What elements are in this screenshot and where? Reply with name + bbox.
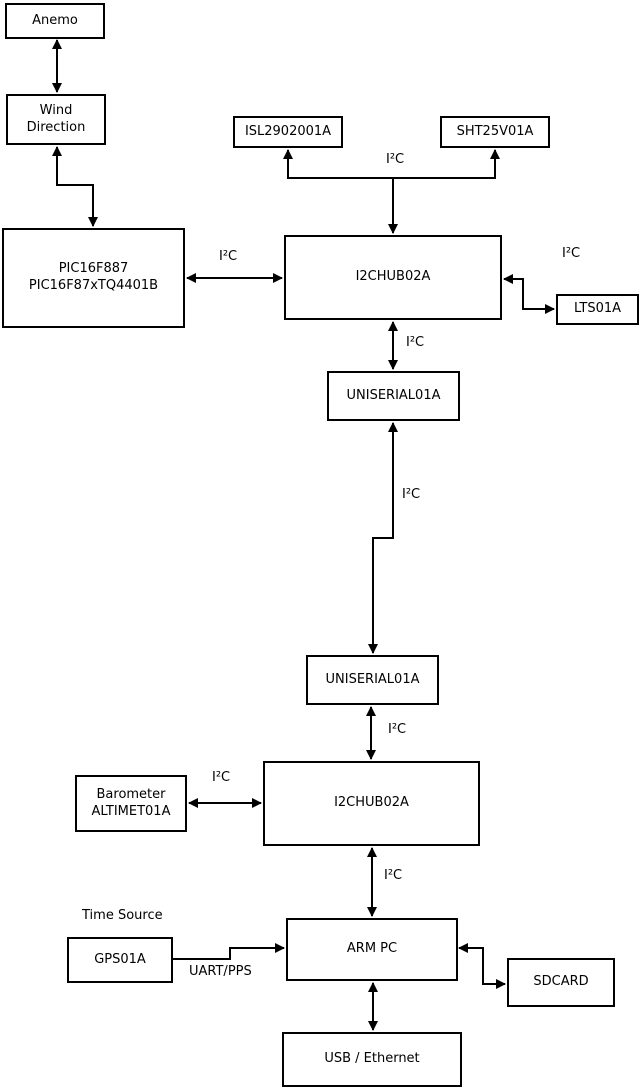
node-gps01a: GPS01A	[67, 937, 173, 983]
wire-label-i2c-sensors-junction: I²C	[386, 152, 405, 167]
wire-label-uart-pps: UART/PPS	[189, 964, 252, 979]
node-i2chub02a-2-label: I2CHUB02A	[334, 795, 409, 811]
node-uniserial01a-2: UNISERIAL01A	[306, 655, 439, 705]
node-usb-ethernet-label: USB / Ethernet	[324, 1051, 420, 1067]
node-anemo-label: Anemo	[32, 12, 78, 28]
node-pic16f887-label: PIC16F887 PIC16F87xTQ4401B	[28, 261, 159, 293]
node-uniserial01a-1: UNISERIAL01A	[327, 371, 460, 421]
node-i2chub02a-1: I2CHUB02A	[284, 235, 502, 320]
wire-label-i2c-hub1-uniserial1: I²C	[406, 335, 425, 350]
wire-armpc-sdcard	[458, 943, 506, 989]
node-pic16f887: PIC16F887 PIC16F87xTQ4401B	[2, 228, 185, 328]
wire-label-i2c-pic-hub1: I²C	[219, 249, 238, 264]
node-wind-direction: Wind Direction	[6, 94, 106, 145]
node-sht25v01a: SHT25V01A	[440, 116, 550, 148]
node-isl2902001a-label: ISL2902001A	[244, 123, 332, 139]
wire-gps-armpc	[173, 943, 285, 960]
node-sht25v01a-label: SHT25V01A	[456, 123, 534, 139]
node-uniserial01a-2-label: UNISERIAL01A	[325, 671, 420, 687]
node-uniserial01a-1-label: UNISERIAL01A	[346, 387, 441, 403]
node-lts01a-label: LTS01A	[573, 301, 622, 317]
wire-label-i2c-hub2-armpc: I²C	[384, 868, 403, 883]
node-sdcard-label: SDCARD	[533, 974, 589, 990]
node-arm-pc-label: ARM PC	[346, 941, 398, 957]
time-source-label: Time Source	[82, 908, 163, 923]
node-lts01a: LTS01A	[556, 294, 639, 325]
wire-wind-pic	[52, 146, 98, 227]
wire-uniserial1-uniserial2	[368, 422, 398, 654]
wire-label-i2c-hub1-lts: I²C	[562, 246, 581, 261]
node-arm-pc: ARM PC	[286, 918, 458, 981]
node-i2chub02a-1-label: I2CHUB02A	[355, 269, 431, 285]
node-gps01a-label: GPS01A	[94, 951, 146, 967]
node-usb-ethernet: USB / Ethernet	[282, 1032, 462, 1087]
wire-hub1-lts	[503, 274, 555, 314]
node-wind-direction-label: Wind Direction	[26, 102, 86, 135]
wire-label-i2c-barometer-hub2: I²C	[212, 770, 231, 785]
wire-label-i2c-uniserial2-hub2: I²C	[388, 722, 407, 737]
node-sdcard: SDCARD	[507, 958, 615, 1007]
wire-label-i2c-uniserial-link: I²C	[402, 487, 421, 502]
node-barometer-altimet01a-label: Barometer ALTIMET01A	[91, 786, 171, 819]
node-barometer-altimet01a: Barometer ALTIMET01A	[75, 775, 187, 832]
node-i2chub02a-2: I2CHUB02A	[263, 761, 480, 846]
node-isl2902001a: ISL2902001A	[233, 116, 343, 148]
wire-isl-sht-junction	[283, 149, 500, 179]
node-anemo: Anemo	[5, 3, 105, 39]
